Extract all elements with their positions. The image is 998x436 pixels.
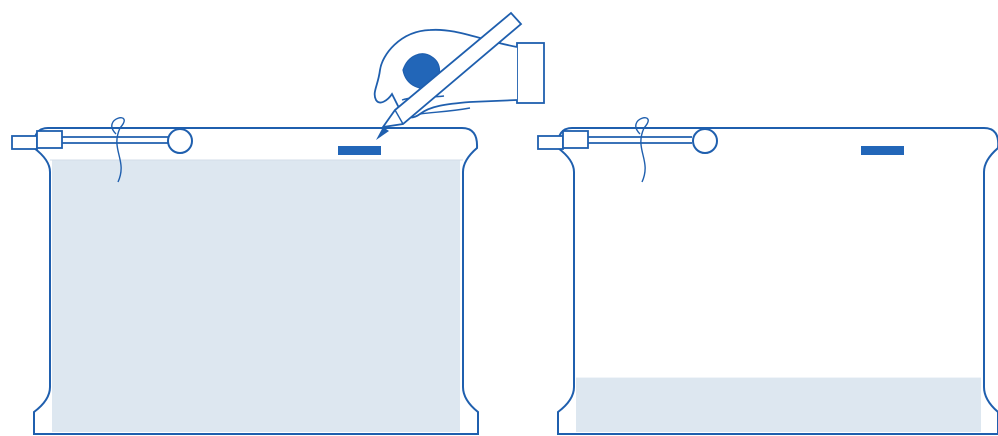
left-blue-label bbox=[338, 146, 381, 155]
right-panel-fill bbox=[576, 377, 981, 432]
pen-icon bbox=[376, 11, 523, 140]
left-panel bbox=[11, 11, 545, 435]
key-icon bbox=[537, 117, 718, 183]
hand-holding-pen-icon bbox=[373, 11, 545, 140]
left-panel-fill bbox=[52, 160, 460, 432]
right-blue-label bbox=[861, 146, 904, 155]
right-panel bbox=[537, 117, 998, 435]
key-icon bbox=[11, 117, 193, 183]
